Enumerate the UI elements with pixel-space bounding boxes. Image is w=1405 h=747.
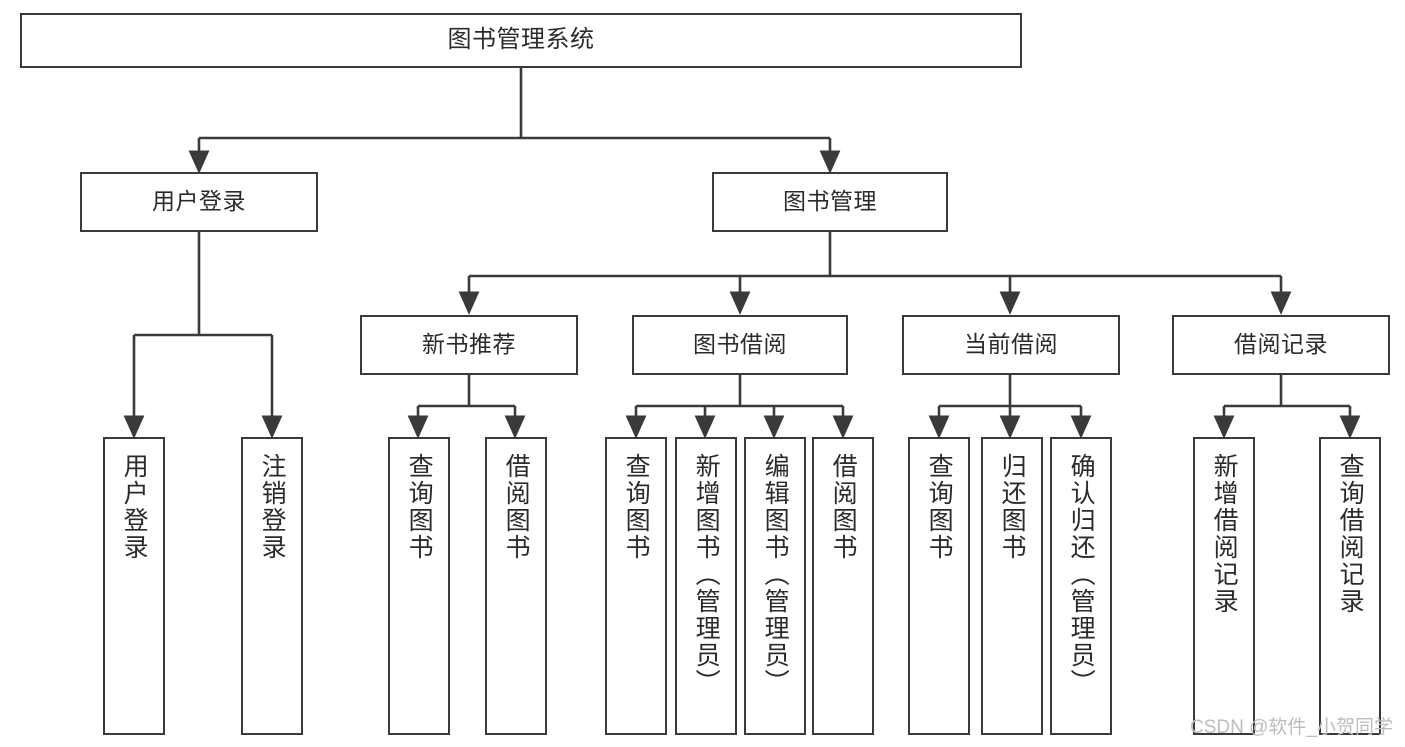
node-label: 查询图书 [622,453,651,561]
node-leaf-query-book-2[interactable]: 查询图书 [605,437,667,735]
node-leaf-query-book-3[interactable]: 查询图书 [908,437,970,735]
node-leaf-query-book-1[interactable]: 查询图书 [388,437,450,735]
node-book-borrow[interactable]: 图书借阅 [632,315,848,375]
node-leaf-borrow-book-2[interactable]: 借阅图书 [812,437,874,735]
node-label: 查询图书 [925,453,954,561]
node-label: 注销登录 [258,453,287,561]
node-leaf-edit-book[interactable]: 编辑图书（管理员） [744,437,806,735]
node-label: 新增借阅记录 [1210,453,1239,615]
node-leaf-query-record[interactable]: 查询借阅记录 [1319,437,1381,735]
node-label: 借阅记录 [1234,331,1328,358]
node-label: 查询图书 [405,453,434,561]
node-leaf-borrow-book-1[interactable]: 借阅图书 [485,437,547,735]
node-leaf-add-book[interactable]: 新增图书（管理员） [675,437,737,735]
node-label: 当前借阅 [964,331,1058,358]
node-label: 用户登录 [152,188,246,215]
node-leaf-confirm-return[interactable]: 确认归还（管理员） [1050,437,1112,735]
node-book-manage[interactable]: 图书管理 [712,172,948,232]
node-label: 查询借阅记录 [1336,453,1365,615]
csdn-watermark: CSDN @软件_小贺同学 [1190,717,1393,738]
node-new-book-recommend[interactable]: 新书推荐 [360,315,578,375]
node-label: 借阅图书 [502,453,531,561]
node-borrow-record[interactable]: 借阅记录 [1172,315,1390,375]
node-leaf-return-book[interactable]: 归还图书 [981,437,1043,735]
node-leaf-user-logout[interactable]: 注销登录 [241,437,303,735]
node-label: 归还图书 [998,453,1027,561]
node-leaf-add-record[interactable]: 新增借阅记录 [1193,437,1255,735]
node-label: 借阅图书 [829,453,858,561]
node-root-system[interactable]: 图书管理系统 [20,13,1022,68]
node-user-login[interactable]: 用户登录 [80,172,318,232]
node-label: 新书推荐 [422,331,516,358]
node-label: 确认归还（管理员） [1067,453,1096,696]
node-label: 图书管理系统 [447,26,595,54]
node-label: 新增图书（管理员） [692,453,721,696]
node-label: 用户登录 [120,453,149,561]
node-current-borrow[interactable]: 当前借阅 [902,315,1120,375]
node-label: 图书借阅 [693,331,787,358]
node-label: 图书管理 [783,188,877,215]
node-label: 编辑图书（管理员） [761,453,790,696]
node-leaf-user-login[interactable]: 用户登录 [103,437,165,735]
